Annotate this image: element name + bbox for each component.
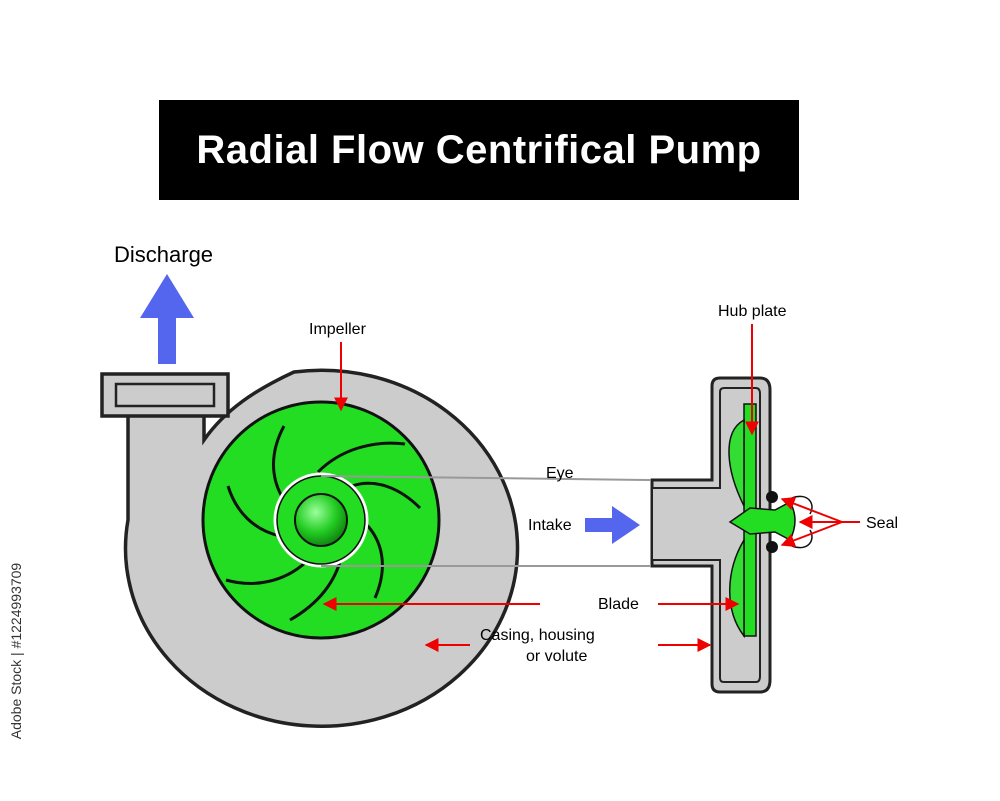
upper-seal bbox=[766, 491, 778, 503]
impeller-blades bbox=[225, 425, 422, 622]
discharge-arrow bbox=[140, 274, 194, 364]
diagram-title: Radial Flow Centrifical Pump bbox=[196, 127, 762, 172]
label-intake: Intake bbox=[528, 517, 572, 534]
label-eye: Eye bbox=[546, 465, 574, 482]
label-hub-plate: Hub plate bbox=[718, 303, 787, 320]
stock-stamp: Adobe Stock | #1224993709 bbox=[8, 562, 24, 740]
label-seal: Seal bbox=[866, 515, 898, 532]
label-blade: Blade bbox=[598, 596, 639, 613]
intake-arrow bbox=[585, 506, 640, 544]
label-casing-line1: Casing, housing bbox=[480, 627, 595, 644]
lower-blade bbox=[729, 537, 745, 639]
eye-projection-lines bbox=[320, 475, 651, 567]
label-discharge: Discharge bbox=[114, 242, 213, 267]
lower-seal bbox=[766, 541, 778, 553]
impeller bbox=[201, 400, 441, 640]
upper-blade bbox=[728, 418, 745, 507]
label-impeller: Impeller bbox=[309, 321, 367, 338]
label-casing-line2: or volute bbox=[526, 648, 587, 665]
title-banner: Radial Flow Centrifical Pump bbox=[159, 100, 799, 200]
leader-lines bbox=[322, 324, 860, 652]
